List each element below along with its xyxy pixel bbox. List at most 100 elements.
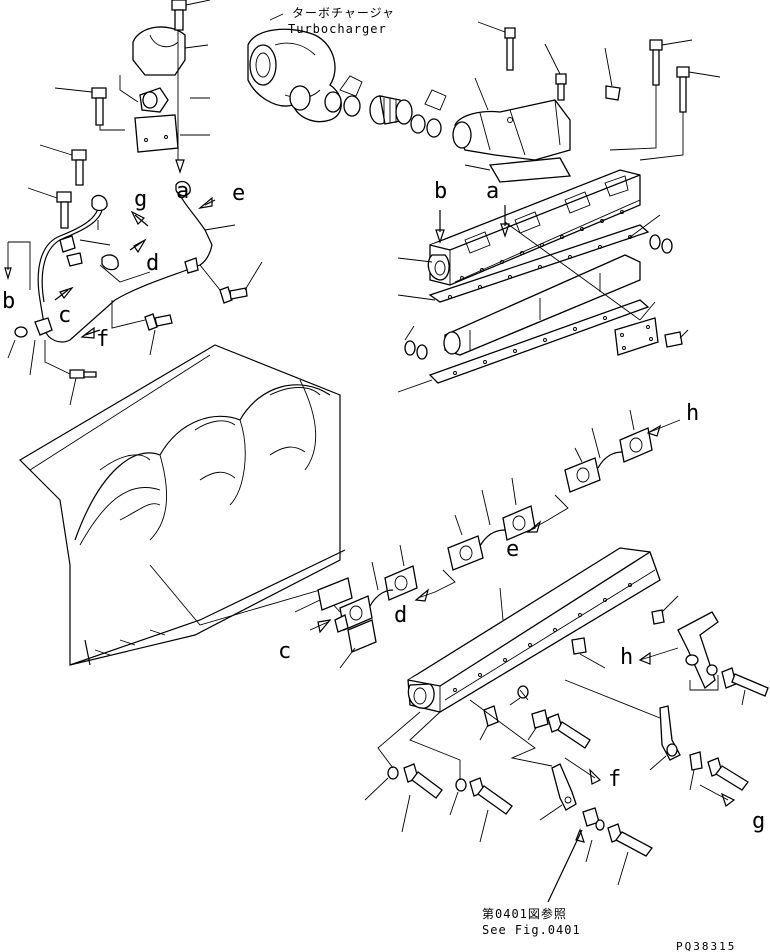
clip-lower — [527, 709, 549, 741]
letter-e-left: e — [232, 181, 245, 206]
leader-gasket-2 — [397, 379, 433, 393]
leader-elbow — [474, 77, 489, 111]
manifold-gasket-2 — [428, 299, 650, 384]
b-guide — [7, 241, 31, 290]
flange-gasket-c2 — [339, 619, 377, 669]
manifold-gasket-1 — [428, 224, 650, 303]
arrow-g — [720, 792, 736, 807]
arrow-down — [175, 159, 185, 174]
arrow-g-line — [699, 784, 729, 801]
spacer-lower — [479, 705, 499, 741]
flange-pair-h — [564, 409, 653, 493]
bracket-lower-1 — [539, 763, 577, 821]
wiring-harness — [34, 180, 236, 343]
letter-g-low: g — [752, 809, 765, 834]
inner-exhaust-tube — [443, 254, 641, 356]
bracket-h — [677, 611, 719, 691]
seal-rings-left — [404, 325, 428, 360]
leader-engine — [149, 564, 341, 626]
arrow-d — [414, 588, 430, 602]
leader-washer — [585, 839, 593, 863]
clip-lower-2 — [689, 751, 703, 791]
bracket-lower-2 — [649, 705, 681, 771]
bolt-top-3 — [649, 39, 693, 86]
arrow-b-head — [435, 229, 445, 244]
letter-f-left: f — [96, 327, 109, 352]
bolt-top-4 — [676, 66, 721, 113]
exhaust-elbow — [452, 99, 571, 161]
see-fig-en: See Fig.0401 — [482, 923, 581, 937]
leader-turbo — [269, 13, 284, 21]
bolt-left-1 — [54, 87, 125, 131]
figure-code: PQ38315 — [676, 940, 736, 952]
bolt-top-1 — [477, 21, 516, 71]
lower-exhaust-manifold — [407, 547, 661, 713]
washer-lower-2 — [364, 766, 399, 801]
arrow-d-top — [133, 238, 147, 254]
see-fig-arrow — [575, 828, 585, 843]
washer-lower-3 — [449, 778, 467, 816]
o-rings-turbo — [324, 75, 363, 117]
bolt-plate — [664, 329, 689, 348]
arrow-h-line — [639, 647, 679, 661]
arrow-e-top-line — [204, 199, 216, 206]
bolt-lower-3 — [469, 777, 513, 843]
arrow-e-top — [197, 196, 213, 209]
washer-lower-1 — [509, 685, 529, 706]
turbo-label-jp: ターボチャージャ — [292, 6, 395, 20]
bolt-lower-1 — [547, 713, 591, 749]
flange-gasket-c1 — [294, 577, 353, 613]
bolt-top-2 — [544, 43, 567, 101]
letter-h-top: h — [686, 401, 699, 426]
plug-right — [651, 609, 665, 625]
bracket-leaders — [180, 44, 210, 136]
plug-lower — [571, 637, 606, 669]
arrow-f-top — [80, 326, 95, 339]
leader-upper-manifold — [397, 257, 433, 263]
arrow-f — [589, 768, 602, 785]
letter-a-left: a — [176, 179, 189, 204]
leader-gasket-1 — [397, 294, 436, 301]
letter-h-mid: h — [620, 645, 633, 670]
engine-block — [19, 344, 346, 666]
flange-pair-e — [447, 477, 536, 571]
sensor-unit — [139, 87, 169, 113]
bolt-bracket — [171, 0, 211, 31]
harness-leaders — [79, 220, 111, 246]
letter-g-left: g — [134, 187, 147, 212]
turbocharger — [247, 28, 342, 123]
washer-left — [14, 326, 28, 338]
letter-b-left: b — [2, 289, 15, 314]
bolt-harness-2 — [111, 300, 173, 356]
turbo-label-en: Turbocharger — [288, 22, 387, 36]
letter-d-mid: d — [394, 603, 407, 628]
letter-f-low: f — [608, 767, 621, 792]
arrow-e — [526, 520, 542, 533]
chain-h-e — [529, 494, 569, 531]
seal-rings-right — [649, 234, 673, 254]
leader-a-plate — [504, 221, 641, 321]
bolt-h — [721, 667, 769, 706]
arrow-h-top — [646, 424, 662, 437]
lower-leaders — [377, 679, 661, 780]
letter-c-mid: c — [278, 639, 291, 664]
arrow-f-line — [564, 757, 596, 779]
letter-d-left: d — [146, 251, 159, 276]
leader-tube — [625, 214, 661, 241]
see-fig-jp: 第0401図参照 — [482, 906, 567, 921]
arrow-c-top — [59, 286, 74, 300]
sensor-plug — [604, 47, 621, 101]
mount-plate — [134, 114, 179, 153]
letter-a-right: a — [486, 179, 499, 204]
leader-sensor — [119, 75, 139, 103]
bolt-left-3 — [27, 187, 72, 229]
bolt-harness-3 — [44, 340, 97, 406]
bolt-lower-4 — [707, 757, 749, 791]
b-arrow — [4, 267, 12, 281]
upper-exhaust-manifold — [427, 169, 641, 286]
washer-leaders — [7, 339, 36, 376]
plate-lower — [582, 807, 605, 831]
see-fig-leader — [547, 829, 583, 903]
